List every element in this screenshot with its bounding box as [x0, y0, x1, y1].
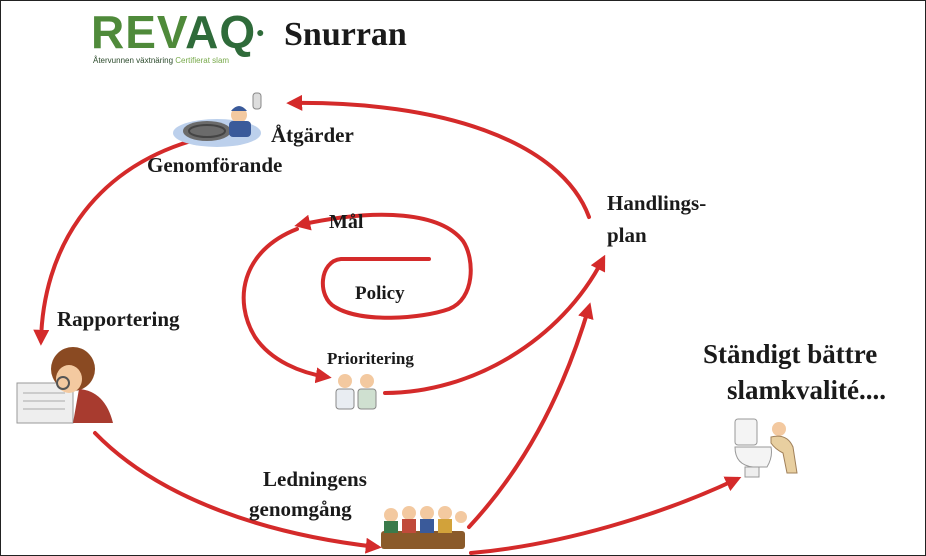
arrow-rapportering-to-ledningens	[93, 431, 382, 554]
doctors-illustration	[335, 374, 377, 410]
arrow-spiral-policy	[294, 212, 473, 320]
label-policy: Policy	[355, 283, 405, 304]
arrow-ledningens-to-handlingsplan	[467, 302, 594, 529]
logo-tagline: Återvunnen växtnäring Certifierat slam	[93, 56, 229, 65]
toilet-illustration	[734, 418, 798, 478]
label-rapportering: Rapportering	[57, 307, 180, 331]
slogan-line1: Ständigt bättre	[703, 339, 878, 369]
arrow-handlingsplan-to-atgarder	[286, 94, 591, 219]
logo-word-rev: REV	[91, 6, 186, 58]
meeting-group-illustration	[381, 506, 467, 549]
logo-tagline-part1: Återvunnen växtnäring	[93, 56, 176, 65]
label-atgarder: Åtgärder	[271, 123, 354, 147]
sewer-worker-illustration	[173, 92, 262, 147]
label-handlingsplan-line1: Handlings-	[607, 191, 707, 215]
label-ledningens-line1: Ledningens	[263, 467, 367, 491]
label-handlingsplan-line2: plan	[607, 223, 647, 247]
label-ledningens-line2: genomgång	[249, 497, 352, 521]
arrow-spiral-to-prioritering	[241, 227, 332, 384]
logo-word-aq: AQ	[185, 6, 257, 58]
logo-tagline-part2: Certifierat slam	[175, 56, 230, 65]
arrow-prioritering-to-handlingsplan	[383, 254, 606, 395]
label-prioritering: Prioritering	[327, 349, 414, 368]
slogan-line2: slamkvalité....	[727, 375, 886, 405]
label-mal: Mål	[329, 211, 364, 233]
revaq-logo: REVAQ●	[91, 9, 266, 55]
logo-registered-dot: ●	[256, 24, 266, 40]
reading-person-illustration	[16, 347, 113, 424]
arrow-genomforande-to-rapportering	[33, 139, 193, 346]
arrow-ledningens-to-improvement	[469, 476, 742, 555]
page-title: Snurran	[284, 16, 407, 53]
label-genomforande: Genomförande	[147, 153, 283, 177]
